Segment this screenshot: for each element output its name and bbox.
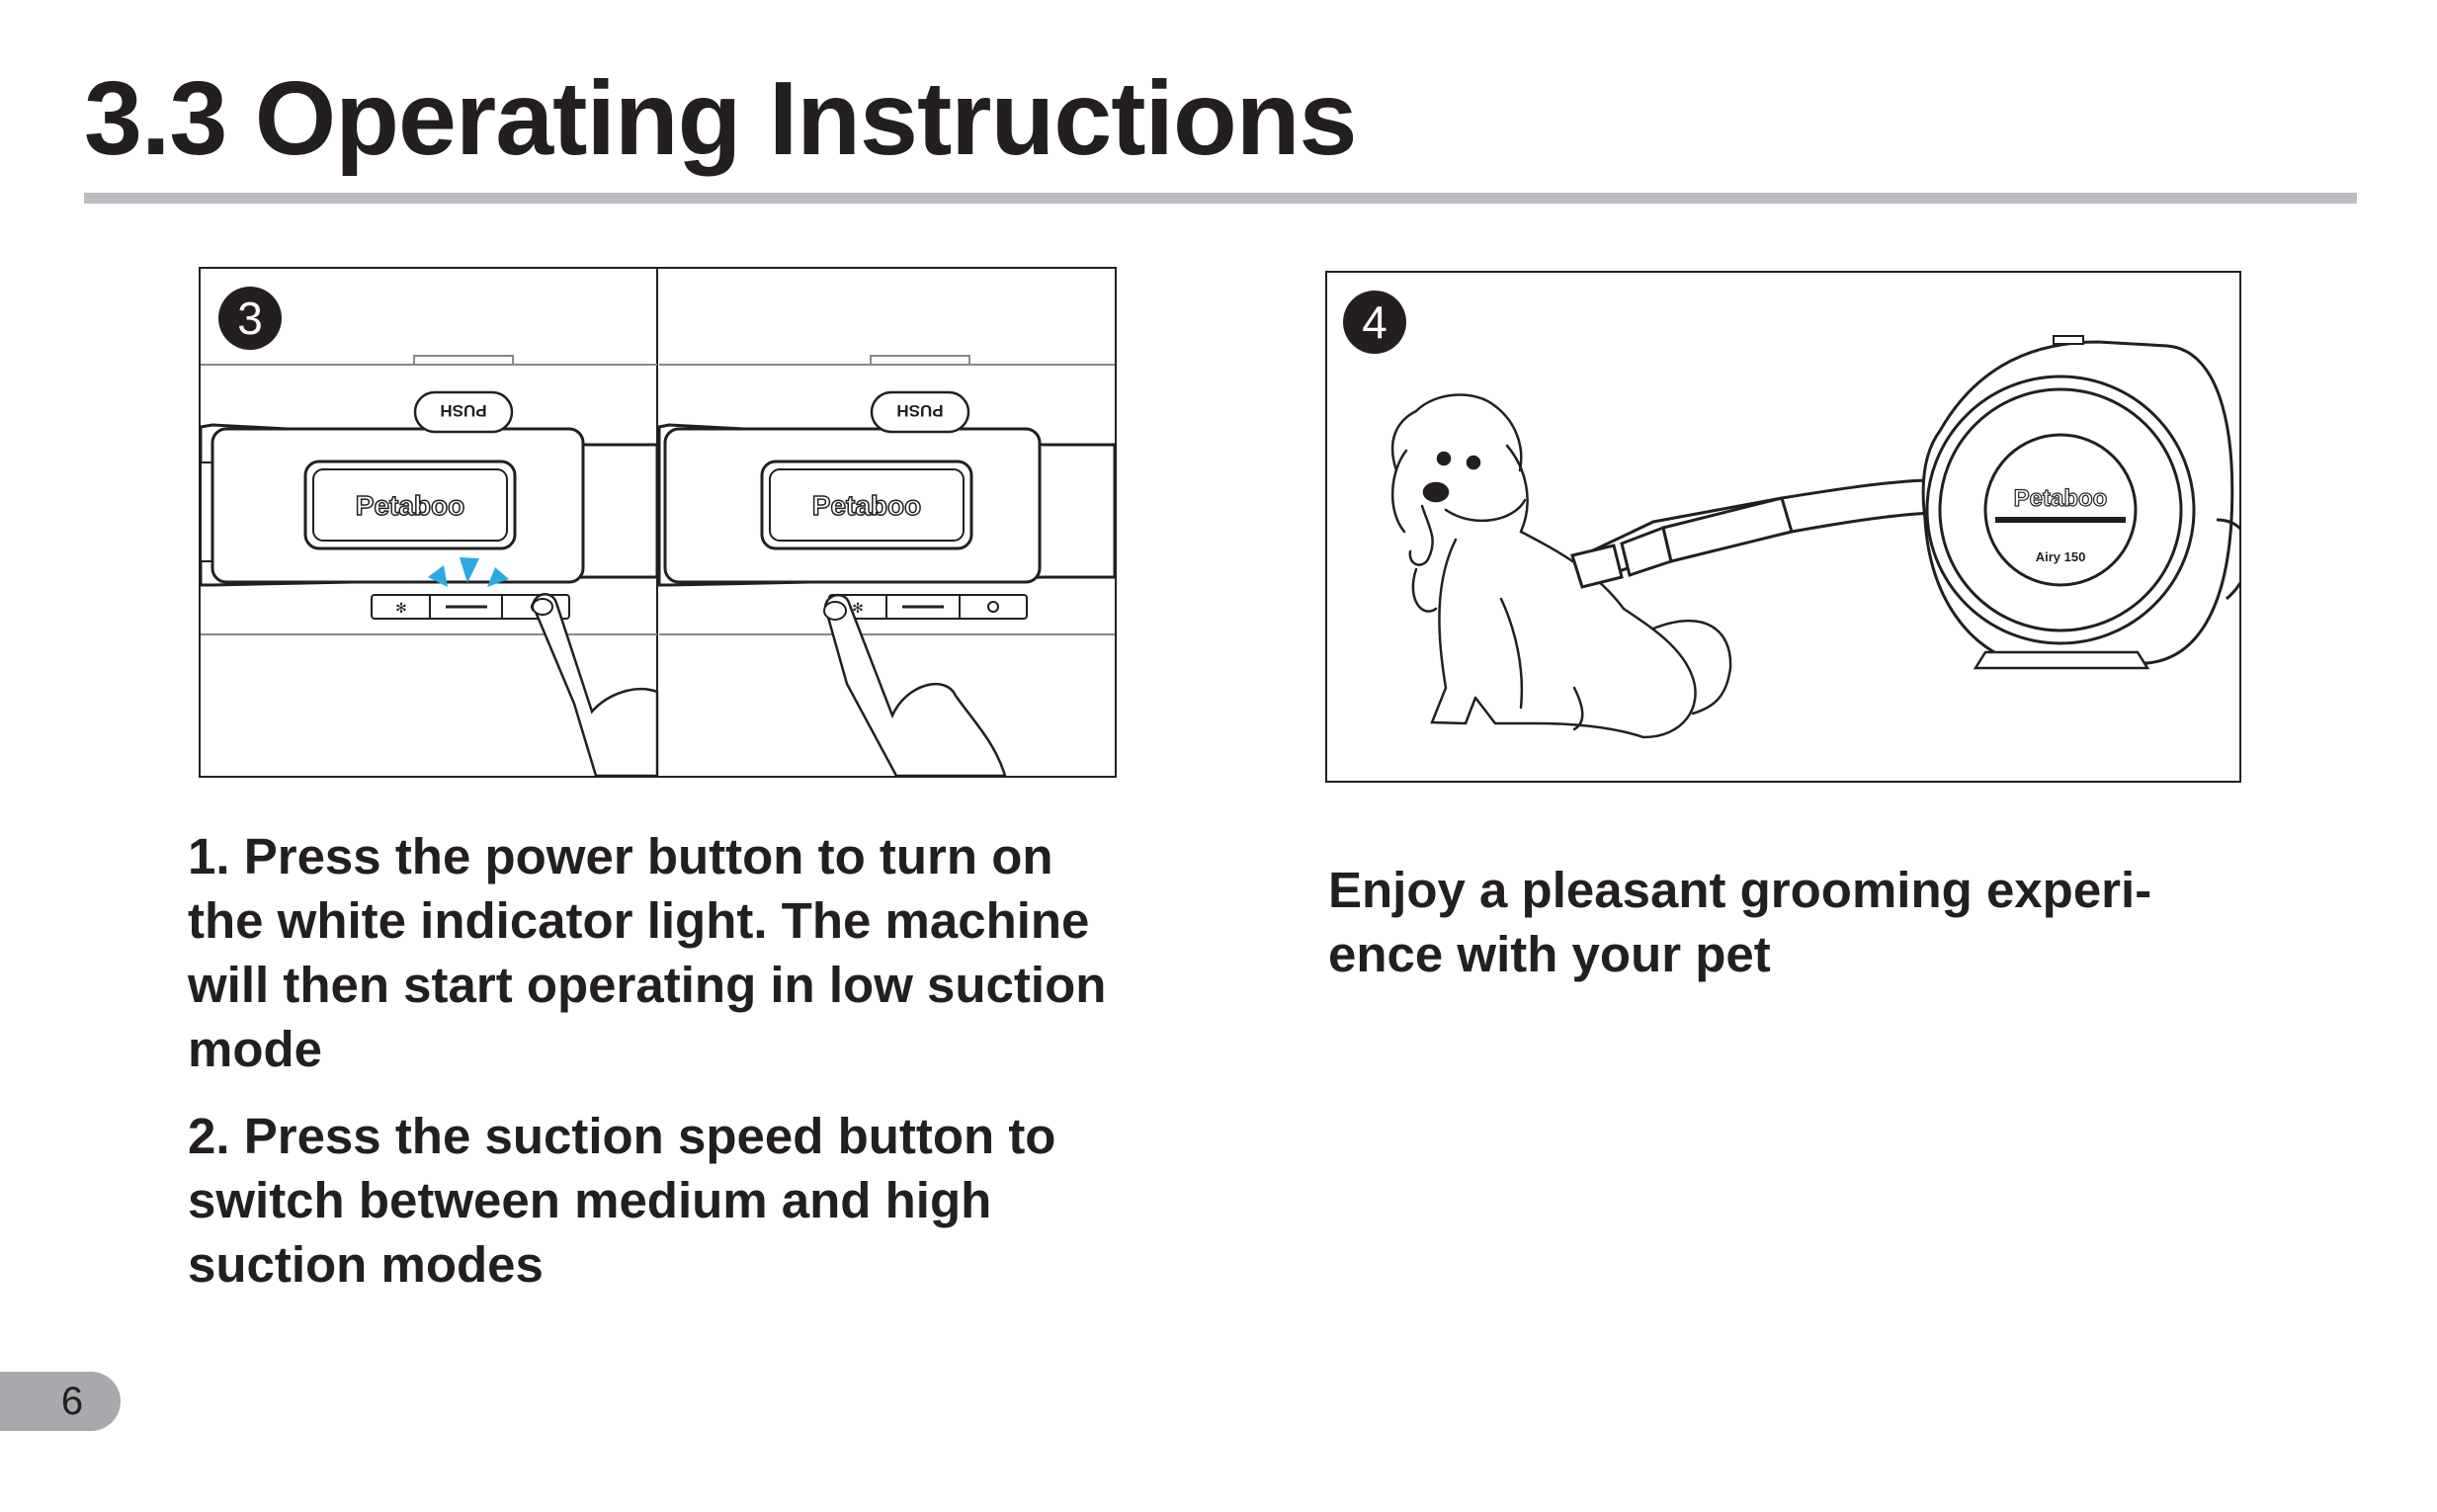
push-label-left: PUSH [440, 401, 486, 420]
page-number: 6 [60, 1380, 84, 1423]
finger-pressing-fan [823, 594, 1007, 776]
fan-icon: ✻ [852, 600, 864, 616]
finger-pressing-power [531, 593, 659, 776]
illustration-step-4: 4 [1325, 271, 2241, 783]
brand-logo-left: Petaboo [356, 490, 464, 521]
title-divider [84, 193, 2357, 204]
vacuum-unit: Petaboo Airy 150 [1921, 335, 2239, 670]
page-title: 3.3 Operating Instructions [84, 60, 1357, 177]
vacuum-brand-logo: Petaboo [2014, 485, 2108, 512]
power-icon [987, 601, 999, 613]
right-scene: Petaboo PUSH ✻ [657, 355, 1115, 776]
dog-grooming-illustration: 4 [1343, 291, 2239, 739]
step-4-number: 4 [1362, 296, 1387, 348]
instruction-enjoy: Enjoy a pleasant grooming experi- ence w… [1328, 862, 2152, 982]
push-label-right: PUSH [896, 401, 943, 420]
step-3-number: 3 [237, 293, 263, 344]
control-panel-illustration: Petaboo PUSH ✻ [201, 269, 1115, 776]
dog-drawing [1390, 393, 1732, 739]
step-3-badge [218, 287, 282, 350]
instruction-step-1: 1. Press the power button to turn on the… [188, 828, 1107, 1077]
indicator-flash [428, 565, 448, 587]
illustration-step-3: Petaboo PUSH ✻ [199, 267, 1117, 778]
step-4-badge [1343, 291, 1406, 354]
vacuum-model-label: Airy 150 [2036, 549, 2086, 564]
fan-icon: ✻ [395, 600, 407, 616]
left-scene: Petaboo PUSH ✻ [201, 355, 659, 776]
page-number-tab: 6 [0, 1372, 121, 1431]
instruction-step-2: 2. Press the suction speed button to swi… [188, 1108, 1056, 1293]
brand-logo-right: Petaboo [812, 490, 921, 521]
